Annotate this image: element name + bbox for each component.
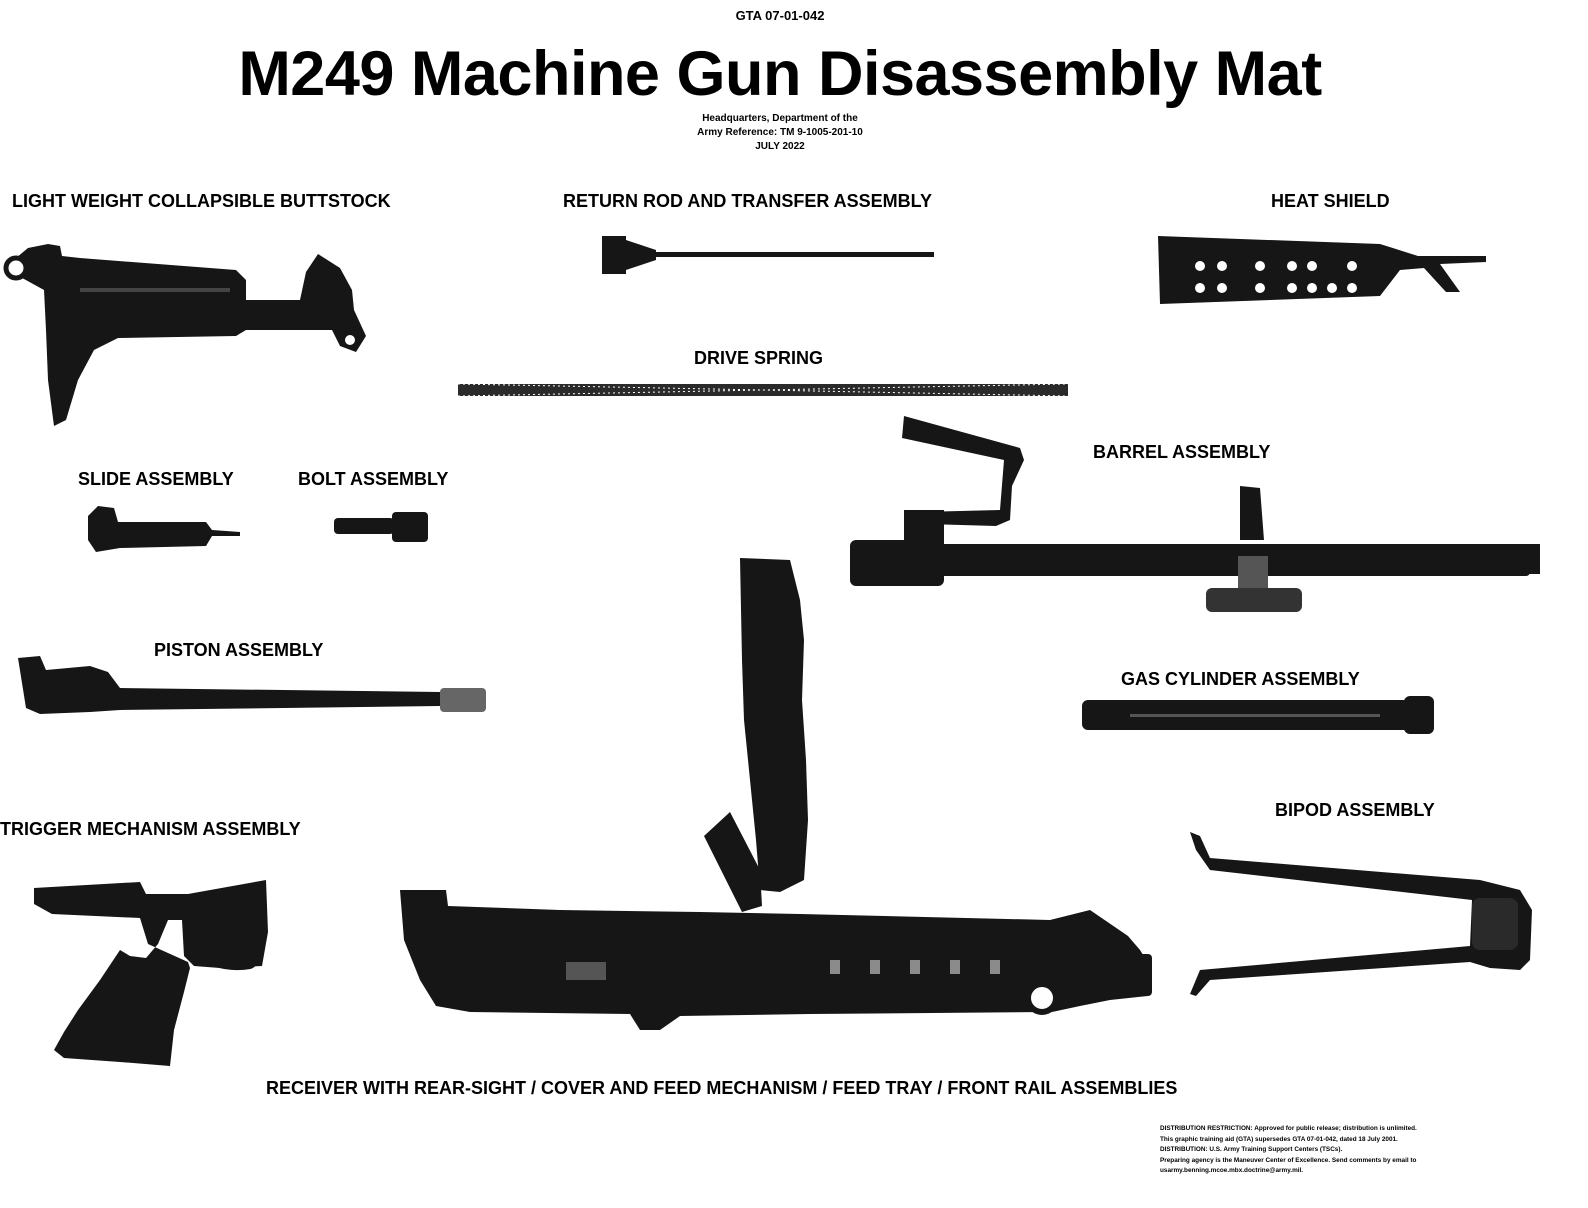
label-gas-cylinder: GAS CYLINDER ASSEMBLY bbox=[1121, 669, 1360, 689]
reference-line-1: Headquarters, Department of the bbox=[702, 113, 858, 124]
label-slide: SLIDE ASSEMBLY bbox=[78, 469, 234, 489]
slide-image bbox=[88, 506, 240, 552]
receiver-image bbox=[400, 558, 1152, 1030]
distribution-notice: DISTRIBUTION RESTRICTION: Approved for p… bbox=[1160, 1124, 1550, 1177]
reference-line-3: JULY 2022 bbox=[755, 141, 805, 152]
distribution-line-2: This graphic training aid (GTA) supersed… bbox=[1160, 1135, 1398, 1143]
label-trigger: TRIGGER MECHANISM ASSEMBLY bbox=[0, 819, 301, 839]
label-return-rod: RETURN ROD AND TRANSFER ASSEMBLY bbox=[563, 191, 933, 211]
reference-line-2: Army Reference: TM 9-1005-201-10 bbox=[697, 127, 863, 138]
barrel-image bbox=[850, 416, 1540, 612]
label-barrel: BARREL ASSEMBLY bbox=[1093, 442, 1271, 462]
label-heat-shield: HEAT SHIELD bbox=[1271, 191, 1390, 211]
label-bipod: BIPOD ASSEMBLY bbox=[1275, 800, 1435, 820]
distribution-line-5: usarmy.benning.mcoe.mbx.doctrine@army.mi… bbox=[1160, 1167, 1304, 1174]
bolt-image bbox=[334, 512, 428, 542]
gta-number: GTA 07-01-042 bbox=[735, 8, 825, 23]
label-piston: PISTON ASSEMBLY bbox=[154, 640, 324, 660]
bipod-image bbox=[1190, 832, 1532, 996]
return-rod-image bbox=[602, 236, 934, 274]
distribution-line-3: DISTRIBUTION: U.S. Army Training Support… bbox=[1160, 1146, 1343, 1153]
buttstock-image bbox=[3, 244, 366, 426]
distribution-line-4: Preparing agency is the Maneuver Center … bbox=[1160, 1156, 1417, 1164]
label-buttstock: LIGHT WEIGHT COLLAPSIBLE BUTTSTOCK bbox=[12, 191, 391, 211]
heat-shield-image bbox=[1158, 236, 1486, 304]
label-bolt: BOLT ASSEMBLY bbox=[298, 469, 449, 489]
label-drive-spring: DRIVE SPRING bbox=[694, 348, 824, 368]
label-receiver: RECEIVER WITH REAR-SIGHT / COVER AND FEE… bbox=[266, 1078, 1178, 1098]
distribution-line-1: DISTRIBUTION RESTRICTION: Approved for p… bbox=[1160, 1125, 1417, 1132]
reference-block: Headquarters, Department of the Army Ref… bbox=[0, 112, 1560, 154]
gas-cylinder-image bbox=[1082, 696, 1434, 734]
drive-spring-image bbox=[457, 383, 1069, 397]
page-title: M249 Machine Gun Disassembly Mat bbox=[238, 39, 1322, 109]
piston-image bbox=[18, 656, 486, 714]
trigger-image bbox=[34, 880, 268, 1066]
